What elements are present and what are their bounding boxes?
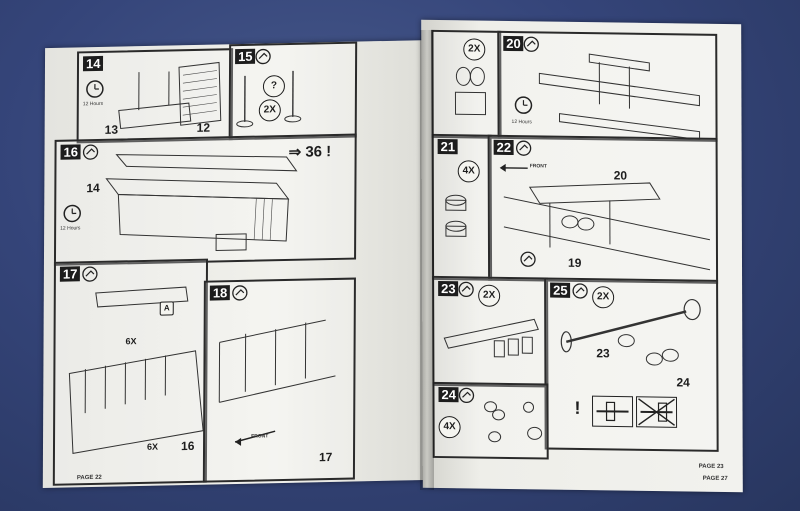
step-18-drawing	[218, 319, 336, 446]
step-14-drawing	[118, 61, 222, 130]
step-16-panel: 16 12 Hours 14 ⇒ 36 !	[53, 133, 357, 266]
ref-badge-a: A	[159, 301, 174, 316]
page-number-underlying: PAGE 27	[702, 475, 728, 483]
clock-icon	[86, 80, 104, 98]
incorrect-orientation-icon	[635, 396, 678, 428]
step-24-panel: 24 4X	[432, 381, 549, 460]
clock-icon	[514, 96, 533, 114]
step-23-panel: 23 2X	[432, 275, 549, 388]
glue-icon	[572, 283, 588, 299]
left-page: 14 12 Hours 13 12 15	[42, 39, 434, 489]
correct-orientation-icon	[591, 395, 634, 428]
front-arrow-icon	[499, 163, 528, 172]
part-label-13: 13	[104, 122, 119, 137]
step-18-panel: 18 FRONT 17	[202, 277, 356, 483]
step-21-drawing	[445, 194, 467, 237]
glue-icon	[515, 140, 532, 156]
step-24-drawing	[484, 401, 543, 443]
step-19-drawing	[454, 66, 487, 116]
step-20-drawing	[538, 53, 701, 141]
glue-icon	[458, 387, 475, 404]
step-21-panel: 21 4X	[431, 133, 493, 281]
part-label-16: 16	[180, 438, 195, 454]
warning-mark: !	[574, 397, 581, 418]
part-label-19: 19	[568, 255, 582, 270]
step-14-panel: 14 12 Hours 13 12	[76, 48, 234, 144]
glue-icon	[82, 266, 98, 282]
glue-icon	[458, 281, 474, 298]
front-direction-label: FRONT	[251, 433, 269, 440]
part-label-17: 17	[318, 449, 333, 465]
glue-icon	[520, 251, 536, 267]
step-15-drawing	[236, 70, 302, 128]
step-20-panel: 20 12 Hours	[497, 30, 718, 142]
part-label-12: 12	[196, 120, 211, 135]
step-17-drawing	[68, 286, 204, 454]
clock-icon	[63, 204, 81, 223]
glue-icon	[523, 36, 539, 52]
step-25-drawing	[560, 298, 701, 366]
page-number-right: PAGE 23	[698, 463, 724, 470]
step-22-panel: 22 FRONT 20 19	[487, 134, 719, 284]
right-page: 2X 20 12 Hours 21 4X	[421, 19, 743, 493]
step-25-panel: 25 2X 23 24 !	[544, 277, 719, 452]
book-spine	[420, 30, 434, 490]
step-22-drawing	[503, 182, 711, 271]
glue-icon	[82, 144, 99, 160]
step-23-drawing	[443, 318, 539, 358]
step-15-panel: 15 2X ?	[228, 41, 358, 141]
glue-icon	[232, 285, 248, 301]
step-17-panel: 17 A 6X 6X 16	[52, 258, 209, 486]
part-label-24: 24	[676, 375, 690, 390]
part-label-23: 23	[596, 346, 610, 361]
glue-icon	[255, 48, 271, 65]
quantity-label-bottom: 6X	[146, 441, 159, 452]
quantity-label-top: 6X	[125, 336, 137, 347]
step-16-drawing	[105, 154, 298, 251]
page-number-left: PAGE 22	[76, 474, 102, 482]
step-19-panel: 2X	[431, 29, 502, 139]
